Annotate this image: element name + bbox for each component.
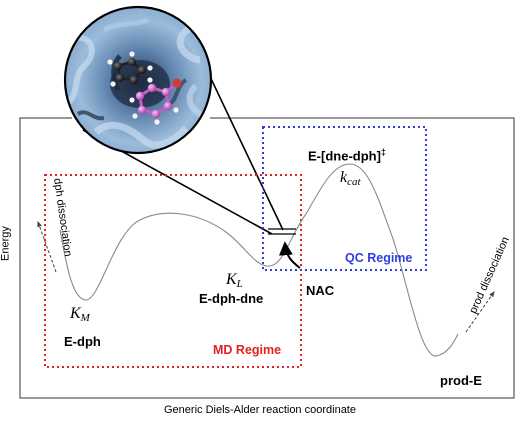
kcat-label: kcat: [340, 170, 361, 188]
km-symbol: K: [70, 305, 81, 322]
e-dph-label: E-dph: [64, 334, 101, 349]
nac-arrow: [278, 241, 301, 269]
md-regime-label: MD Regime: [213, 343, 282, 357]
active-site-inset: [65, 7, 211, 153]
qc-regime-box: [262, 126, 427, 271]
transition-state-label: E-[dne-dph]‡: [308, 147, 386, 164]
inset-border: [63, 5, 213, 155]
kl-subscript: L: [236, 278, 243, 290]
ligand-dph: [107, 51, 153, 87]
qc-regime-label: QC Regime: [345, 251, 413, 265]
e-dph-dne-label: E-dph-dne: [199, 291, 264, 306]
x-axis-label: Generic Diels-Alder reaction coordinate: [164, 404, 356, 416]
kl-symbol: K: [226, 271, 237, 288]
plot-frame: [19, 117, 515, 399]
km-subscript: M: [80, 312, 90, 324]
nac-label: NAC: [306, 283, 335, 298]
km-label: KM: [70, 306, 90, 324]
y-axis-label: Energy: [0, 226, 12, 261]
prod-dissociation-arrow: [465, 291, 495, 333]
transition-state-mark: ‡: [380, 147, 386, 157]
kcat-symbol: k: [340, 169, 348, 186]
kl-label: KL: [226, 272, 243, 290]
dph-dissociation-arrow: [37, 220, 57, 273]
prod-e-label: prod-E: [440, 373, 482, 388]
ligand-dne: [129, 77, 182, 125]
kcat-subscript: cat: [347, 176, 361, 188]
transition-state-text: E-[dne-dph]: [308, 148, 381, 164]
